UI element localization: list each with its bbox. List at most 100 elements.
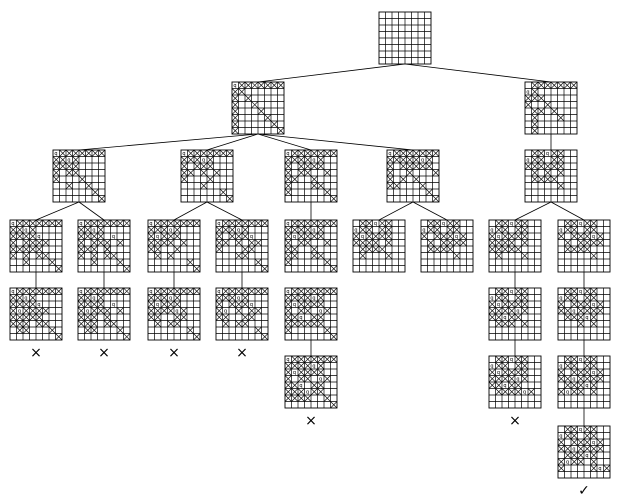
attacked-cell-cross: [577, 445, 585, 453]
attacked-cell-cross: [317, 388, 325, 396]
attacked-cell-cross: [222, 320, 230, 328]
attacked-cell-cross: [297, 394, 305, 402]
attacked-cell-cross: [65, 169, 73, 177]
attacked-cell-cross: [596, 232, 604, 240]
attacked-cell-cross: [590, 464, 598, 472]
attacked-cell-cross: [123, 265, 131, 273]
attacked-cell-cross: [200, 162, 208, 170]
attacked-cell-cross: [323, 188, 331, 196]
attacked-cell-cross: [564, 294, 572, 302]
attacked-cell-cross: [91, 188, 99, 196]
attacked-cell-cross: [570, 362, 578, 370]
attacked-cell-cross: [317, 149, 325, 157]
attacked-cell-cross: [154, 294, 162, 302]
attacked-cell-cross: [84, 326, 92, 334]
attacked-cell-cross: [16, 313, 24, 321]
attacked-cell-cross: [193, 156, 201, 164]
attacked-cell-cross: [215, 300, 223, 308]
attacked-cell-cross: [495, 252, 503, 260]
attacked-cell-cross: [248, 219, 256, 227]
attacked-cell-cross: [570, 294, 578, 302]
attacked-cell-cross: [310, 287, 318, 295]
attacked-cell-cross: [231, 88, 239, 96]
queen-marker: q: [293, 234, 296, 240]
attacked-cell-cross: [564, 425, 572, 433]
attacked-cell-cross: [147, 239, 155, 247]
queen-marker: q: [421, 158, 424, 164]
attacked-cell-cross: [378, 245, 386, 253]
attacked-cell-cross: [297, 294, 305, 302]
attacked-cell-cross: [200, 149, 208, 157]
attacked-cell-cross: [284, 188, 292, 196]
dead-end-mark: ×: [305, 413, 317, 429]
attacked-cell-cross: [297, 320, 305, 328]
attacked-cell-cross: [310, 313, 318, 321]
attacked-cell-cross: [52, 169, 60, 177]
queen-marker: q: [286, 289, 289, 295]
attacked-cell-cross: [215, 232, 223, 240]
attacked-cell-cross: [564, 445, 572, 453]
attacked-cell-cross: [323, 287, 331, 295]
attacked-cell-cross: [446, 219, 454, 227]
attacked-cell-cross: [235, 219, 243, 227]
attacked-cell-cross: [310, 252, 318, 260]
attacked-cell-cross: [570, 300, 578, 308]
attacked-cell-cross: [84, 320, 92, 328]
attacked-cell-cross: [495, 226, 503, 234]
attacked-cell-cross: [508, 313, 516, 321]
attacked-cell-cross: [235, 320, 243, 328]
attacked-cell-cross: [596, 438, 604, 446]
attacked-cell-cross: [241, 294, 249, 302]
attacked-cell-cross: [173, 313, 181, 321]
attacked-cell-cross: [186, 287, 194, 295]
attacked-cell-cross: [154, 320, 162, 328]
attacked-cell-cross: [521, 287, 529, 295]
attacked-cell-cross: [72, 162, 80, 170]
attacked-cell-cross: [35, 320, 43, 328]
attacked-cell-cross: [284, 313, 292, 321]
attacked-cell-cross: [372, 232, 380, 240]
attacked-cell-cross: [35, 252, 43, 260]
attacked-cell-cross: [48, 219, 56, 227]
attacked-cell-cross: [116, 258, 124, 266]
attacked-cell-cross: [310, 162, 318, 170]
attacked-cell-cross: [577, 451, 585, 459]
attacked-cell-cross: [244, 94, 252, 102]
attacked-cell-cross: [160, 219, 168, 227]
attacked-cell-cross: [297, 375, 305, 383]
attacked-cell-cross: [317, 355, 325, 363]
queen-marker: q: [592, 370, 595, 376]
attacked-cell-cross: [254, 287, 262, 295]
attacked-cell-cross: [29, 294, 37, 302]
attacked-cell-cross: [501, 239, 509, 247]
attacked-cell-cross: [514, 300, 522, 308]
attacked-cell-cross: [186, 219, 194, 227]
attacked-cell-cross: [284, 252, 292, 260]
attacked-cell-cross: [297, 368, 305, 376]
attacked-cell-cross: [570, 81, 578, 89]
attacked-cell-cross: [537, 149, 545, 157]
attacked-cell-cross: [167, 300, 175, 308]
attacked-cell-cross: [323, 149, 331, 157]
attacked-cell-cross: [22, 287, 30, 295]
queen-marker: q: [306, 390, 309, 396]
attacked-cell-cross: [393, 182, 401, 190]
attacked-cell-cross: [310, 381, 318, 389]
attacked-cell-cross: [154, 287, 162, 295]
attacked-cell-cross: [103, 320, 111, 328]
attacked-cell-cross: [291, 355, 299, 363]
attacked-cell-cross: [22, 307, 30, 315]
attacked-cell-cross: [270, 81, 278, 89]
attacked-cell-cross: [304, 394, 312, 402]
attacked-cell-cross: [352, 232, 360, 240]
attacked-cell-cross: [226, 149, 234, 157]
attacked-cell-cross: [531, 156, 539, 164]
queen-marker: q: [224, 309, 227, 315]
chessboard-node: qqq: [488, 219, 542, 273]
attacked-cell-cross: [291, 294, 299, 302]
attacked-cell-cross: [297, 232, 305, 240]
attacked-cell-cross: [590, 362, 598, 370]
attacked-cell-cross: [433, 219, 441, 227]
attacked-cell-cross: [488, 381, 496, 389]
queen-marker: q: [319, 309, 322, 315]
